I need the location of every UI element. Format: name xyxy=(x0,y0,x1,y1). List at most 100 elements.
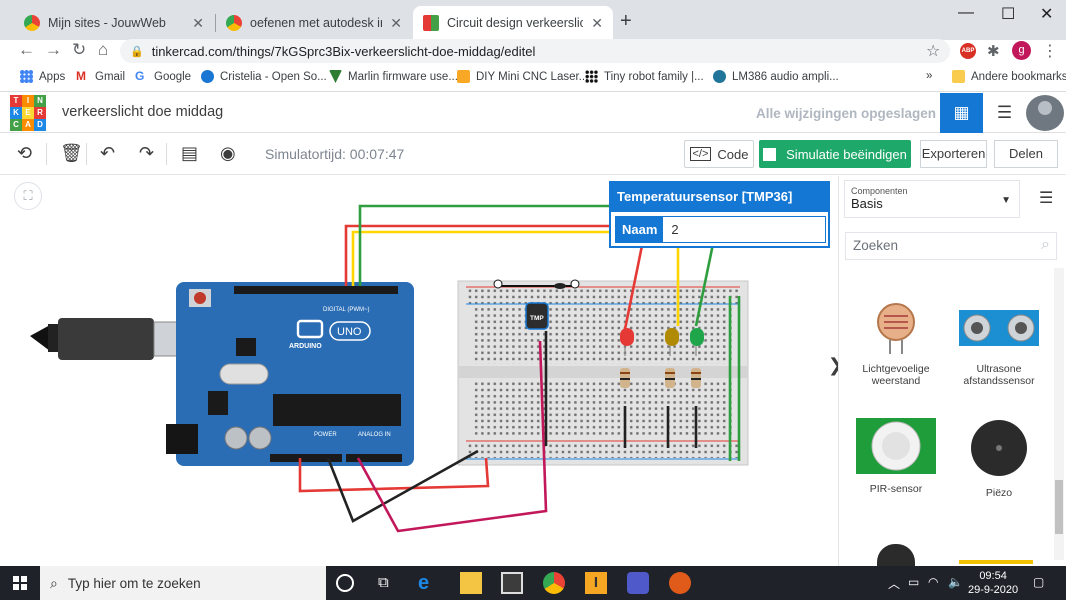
component-list-button[interactable]: ☰ xyxy=(983,93,1026,133)
task-view-icon[interactable]: ⧉ xyxy=(378,574,389,591)
jumper-component[interactable] xyxy=(493,279,580,289)
bookmark-label: DIY Mini CNC Laser... xyxy=(476,70,589,83)
share-button[interactable]: Delen xyxy=(994,140,1058,168)
cortana-icon[interactable] xyxy=(336,574,354,592)
breadboard[interactable] xyxy=(457,280,749,466)
file-explorer-icon[interactable] xyxy=(460,572,482,594)
pir-sensor-icon xyxy=(856,418,936,474)
led-red[interactable] xyxy=(620,328,634,356)
export-button[interactable]: Exporteren xyxy=(920,140,987,168)
component-inspector: Temperatuursensor [TMP36] Naam 2 xyxy=(609,181,830,248)
bookmark-other-folder[interactable]: Andere bookmarks xyxy=(952,70,1066,83)
component-photoresistor[interactable]: Lichtgevoelige weerstand xyxy=(846,302,946,387)
app-icon[interactable] xyxy=(669,572,691,594)
wifi-icon[interactable]: ◠ xyxy=(928,575,939,589)
component-partial-dark[interactable] xyxy=(877,544,915,566)
reload-icon[interactable]: ↻ xyxy=(72,40,87,59)
notes-icon[interactable]: ▤ xyxy=(181,143,199,163)
close-tab-icon[interactable]: ✕ xyxy=(591,14,603,31)
system-clock[interactable]: 09:54 29-9-2020 xyxy=(968,569,1018,597)
components-dropdown[interactable]: Componenten Basis ▼ xyxy=(844,180,1020,218)
logo-letter: C xyxy=(10,119,22,131)
maximize-window-icon[interactable]: ☐ xyxy=(1001,6,1016,23)
wire-yellow-top xyxy=(351,230,680,326)
windows-start-icon[interactable] xyxy=(13,576,27,590)
digital-label: DIGITAL (PWM~) xyxy=(323,307,370,313)
rotate-view-icon[interactable]: ⟲ xyxy=(17,143,33,163)
analog-header xyxy=(346,454,402,462)
resistor-2[interactable] xyxy=(665,368,675,388)
tinkercad-logo[interactable]: T I N K E R C A D xyxy=(10,95,46,131)
arduino-uno-board[interactable]: DIGITAL (PWM~) ARDUINO UNO POWER ANALOG … xyxy=(166,282,414,466)
component-partial-yellow[interactable] xyxy=(959,560,1033,564)
component-piezo[interactable]: Piëzo xyxy=(949,418,1049,499)
bookmark-marlin[interactable]: Marlin firmware use... xyxy=(329,70,458,83)
address-bar[interactable]: 🔒 tinkercad.com/things/7kGSprc3Bix-verke… xyxy=(120,39,950,63)
browser-tab-tinkercad[interactable]: Circuit design verkeerslicht doe m ✕ xyxy=(413,6,613,40)
resistor-1[interactable] xyxy=(620,368,630,388)
bookmark-gmail[interactable]: M Gmail xyxy=(76,70,125,83)
bookmark-star-icon[interactable]: ☆ xyxy=(926,43,941,60)
profile-avatar[interactable]: g xyxy=(1012,41,1031,60)
list-view-icon: ☰ xyxy=(996,103,1013,122)
browser-tab-jouwweb[interactable]: Mijn sites - JouwWeb ✕ xyxy=(14,6,214,40)
tab-separator xyxy=(215,14,216,32)
user-avatar[interactable] xyxy=(1026,95,1064,131)
zoom-to-fit-icon[interactable]: ⛶ xyxy=(14,182,42,210)
panel-scrollbar[interactable] xyxy=(1054,268,1064,560)
bookmark-tiny-robot[interactable]: Tiny robot family |... xyxy=(585,70,704,83)
code-button[interactable]: </> Code xyxy=(684,140,754,168)
bookmark-label: Andere bookmarks xyxy=(971,70,1066,83)
delete-icon[interactable]: 🗑 xyxy=(60,143,83,163)
bookmark-lm386[interactable]: LM386 audio ampli... xyxy=(713,70,839,83)
component-pir-sensor[interactable]: PIR-sensor xyxy=(846,418,946,495)
tmp36-sensor[interactable]: TMP xyxy=(525,302,549,330)
taskbar-search-input[interactable]: ⌕ Typ hier om te zoeken xyxy=(40,566,326,600)
browser-tab-inventor[interactable]: oefenen met autodesk inventor ✕ xyxy=(216,6,412,40)
component-ultrasonic[interactable]: Ultrasone afstandssensor xyxy=(949,302,1049,387)
bookmarks-overflow[interactable]: » xyxy=(926,70,932,82)
minimize-window-icon[interactable]: — xyxy=(958,4,974,21)
inventor-icon[interactable]: I xyxy=(585,572,607,594)
bookmark-google[interactable]: G Google xyxy=(135,70,191,83)
list-view-toggle-icon[interactable]: ☰ xyxy=(1039,190,1054,207)
tray-chevron-icon[interactable]: ︿ xyxy=(888,577,901,591)
photoresistor-icon xyxy=(877,303,915,354)
close-window-icon[interactable]: ✕ xyxy=(1040,6,1054,23)
bookmark-cristelia[interactable]: Cristelia - Open So... xyxy=(201,70,327,83)
adblock-plus-icon[interactable]: ABP xyxy=(960,43,976,59)
teams-icon[interactable] xyxy=(627,572,649,594)
undo-icon[interactable]: ↶ xyxy=(100,143,116,163)
name-field-input[interactable]: 2 xyxy=(671,222,679,237)
volume-icon[interactable]: 🔈 xyxy=(948,575,963,589)
notification-center-icon[interactable]: ▢ xyxy=(1033,575,1045,589)
panel-scrollbar-thumb[interactable] xyxy=(1055,480,1063,534)
resistor-3[interactable] xyxy=(691,368,701,388)
ultrasonic-sensor-icon xyxy=(959,310,1039,346)
visibility-eye-icon[interactable]: ◉ xyxy=(220,143,236,163)
tray-display-icon[interactable]: ▭ xyxy=(908,575,920,589)
close-tab-icon[interactable]: ✕ xyxy=(192,14,204,31)
new-tab-icon[interactable]: + xyxy=(620,10,632,32)
component-search-input[interactable]: Zoeken ⌕ xyxy=(845,232,1057,260)
extensions-puzzle-icon[interactable]: ✱ xyxy=(987,43,1000,60)
design-title[interactable]: verkeerslicht doe middag xyxy=(62,104,224,120)
close-tab-icon[interactable]: ✕ xyxy=(390,14,402,31)
bookmark-cnc[interactable]: DIY Mini CNC Laser... xyxy=(457,70,588,83)
store-icon[interactable] xyxy=(501,572,523,594)
chrome-taskbar-icon[interactable] xyxy=(543,572,565,594)
redo-icon[interactable]: ↷ xyxy=(139,143,155,163)
browser-menu-icon[interactable]: ⋮ xyxy=(1042,43,1058,60)
led-yellow[interactable] xyxy=(665,328,679,356)
bookmark-apps[interactable]: Apps xyxy=(20,70,65,83)
led-green[interactable] xyxy=(690,328,704,356)
editor-toolbar: ⟲ 🗑 ↶ ↷ ▤ ◉ Simulatortijd: 00:07:47 </> … xyxy=(0,133,1066,175)
forward-icon[interactable]: → xyxy=(45,40,62,59)
edge-icon[interactable]: e xyxy=(418,572,430,594)
back-icon[interactable]: ← xyxy=(18,40,35,59)
stop-simulation-button[interactable]: Simulatie beëindigen xyxy=(759,140,911,168)
stop-square-icon xyxy=(763,147,777,161)
circuit-view-button[interactable]: ▦ xyxy=(940,93,983,133)
logo-letter: E xyxy=(22,107,34,119)
home-icon[interactable]: ⌂ xyxy=(98,40,109,59)
